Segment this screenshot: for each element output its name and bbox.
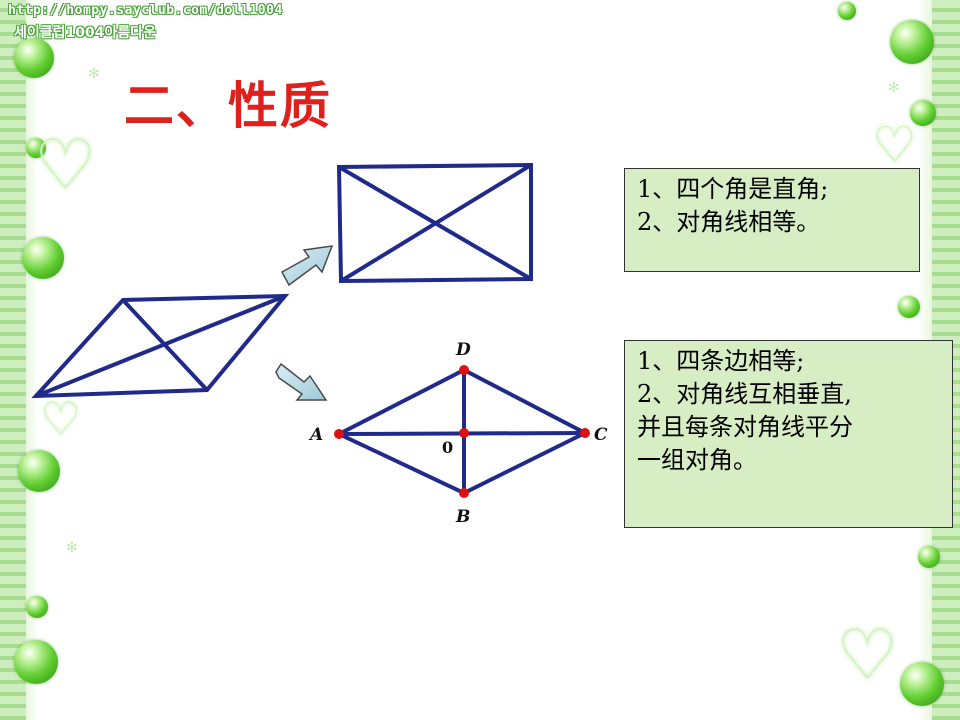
sparkle-icon: ✻ [66, 540, 78, 556]
green-orb-decoration [26, 138, 46, 158]
point-d [459, 365, 469, 375]
label-o: 0 [442, 438, 453, 457]
rhombus-property-2: 2、对角线互相垂直, [637, 380, 852, 408]
header-tagline: 세이클럽1004아름다운 [14, 25, 157, 41]
green-orb-decoration [900, 662, 944, 706]
rhombus-points [334, 365, 590, 498]
green-orb-decoration [26, 596, 48, 618]
heart-icon: ♡ [34, 124, 97, 206]
label-d: D [455, 340, 471, 360]
green-orb-decoration [838, 2, 856, 20]
green-orb-decoration [14, 38, 54, 78]
green-orb-decoration [890, 20, 934, 64]
rectangle-properties-box: 1、四个角是直角; 2、对角线相等。 [624, 168, 920, 272]
heart-icon: ♡ [872, 116, 917, 174]
green-orb-decoration [898, 296, 920, 318]
point-c [580, 428, 590, 438]
heart-icon: ♡ [40, 392, 82, 446]
green-orb-decoration [14, 640, 58, 684]
label-a: A [308, 425, 323, 445]
green-orb-decoration [18, 450, 60, 492]
rhombus-properties-box: 1、四条边相等; 2、对角线互相垂直, 并且每条对角线平分 一组对角。 [624, 340, 953, 528]
rhombus-property-1: 1、四条边相等; [637, 347, 805, 375]
point-a [334, 429, 344, 439]
green-orb-decoration [918, 546, 940, 568]
rectangle-property-2: 2、对角线相等。 [637, 208, 821, 236]
green-orb-decoration [22, 237, 64, 279]
green-orb-decoration [910, 100, 936, 126]
point-o [459, 428, 469, 438]
slide-title: 二、性质 [124, 77, 332, 135]
point-b [459, 488, 469, 498]
rhombus-property-3: 并且每条对角线平分 [637, 413, 853, 441]
arrow-to-rhombus [275, 362, 328, 401]
sparkle-icon: ✻ [88, 66, 100, 82]
heart-icon: ♡ [836, 614, 899, 696]
rhombus-property-4: 一组对角。 [637, 446, 757, 474]
arrow-to-rectangle [280, 245, 334, 287]
rectangle-property-1: 1、四个角是直角; [637, 175, 829, 203]
rectangle-figure [336, 162, 533, 284]
parallelogram-figure [31, 293, 290, 399]
header-url-text: http://hompy.sayclub.com/doll1004 [8, 3, 283, 18]
sparkle-icon: ✻ [888, 80, 900, 96]
label-b: B [455, 507, 470, 527]
label-c: C [594, 425, 608, 445]
left-border-decoration [0, 0, 38, 720]
